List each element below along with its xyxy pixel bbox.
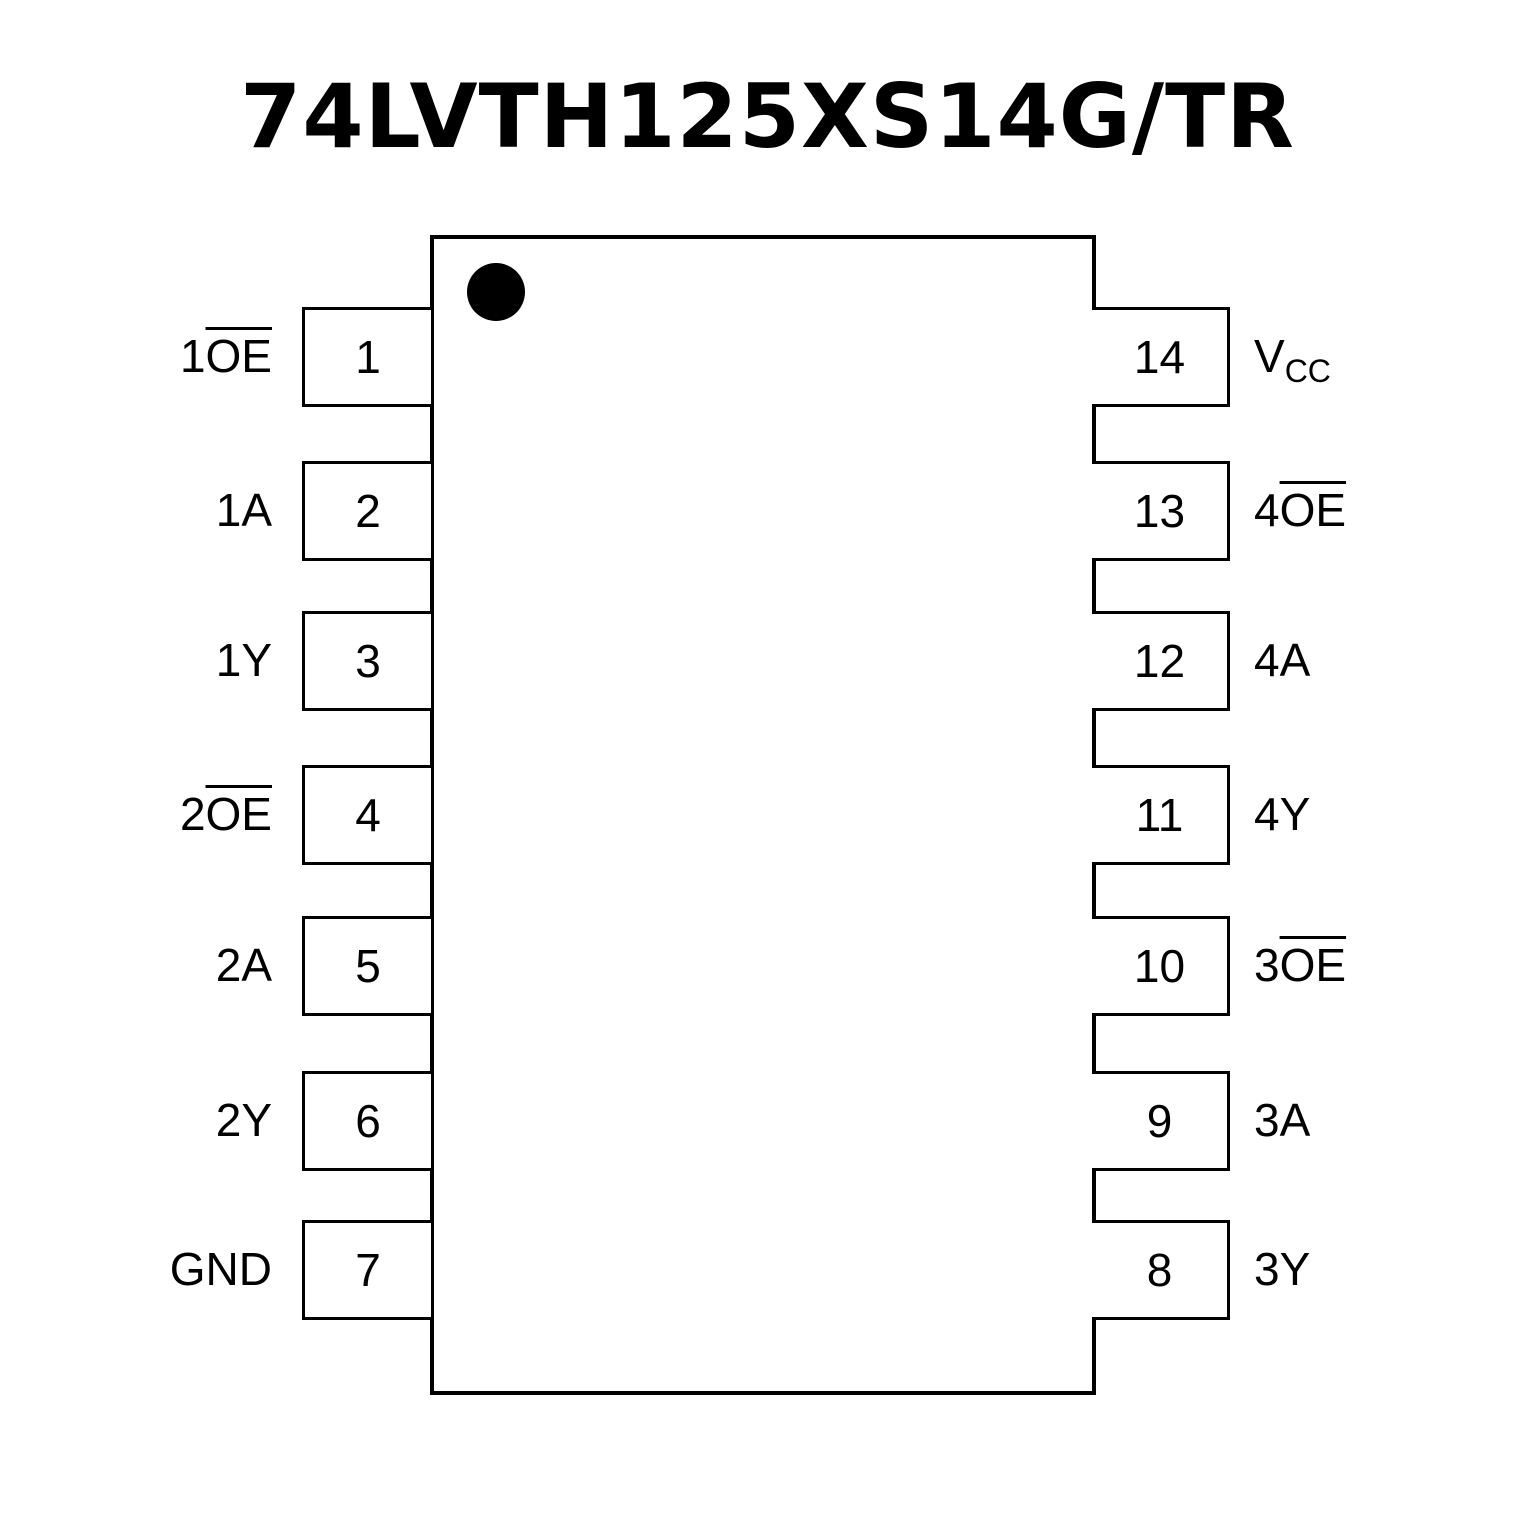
pin-label-text: V — [1254, 330, 1285, 382]
pin-label-text: 3 — [1254, 939, 1280, 991]
pin-label-text: 4Y — [1254, 788, 1311, 840]
pin-label-text: 4 — [1254, 484, 1280, 536]
pin-label-text: 1 — [179, 330, 206, 382]
pin-number: 4 — [355, 789, 381, 841]
pin-box-10: 10 — [1092, 916, 1230, 1016]
pin-number: 2 — [355, 485, 381, 537]
part-number-title: 74LVTH125XS14G/TR — [240, 65, 1295, 168]
pin-label-10: 3OE — [1254, 940, 1346, 990]
pin-box-14: 14 — [1092, 307, 1230, 407]
pin-label-12: 4A — [1254, 635, 1310, 685]
pin-box-9: 9 — [1092, 1071, 1230, 1171]
pin-label-11: 4Y — [1254, 789, 1310, 839]
pin-number: 10 — [1133, 940, 1186, 992]
pin-number: 12 — [1133, 635, 1186, 687]
pin-number: 9 — [1146, 1095, 1173, 1147]
pin-number: 7 — [355, 1244, 381, 1296]
pin-number: 11 — [1135, 789, 1184, 841]
pin-label-text: 2A — [215, 939, 272, 991]
pin-label-9: 3A — [1254, 1095, 1310, 1145]
pin1-indicator-dot — [467, 263, 525, 321]
chip-body — [430, 235, 1096, 1395]
pin-label-2: 1A — [216, 485, 272, 535]
pin-box-8: 8 — [1092, 1220, 1230, 1320]
pin-box-11: 11 — [1092, 765, 1230, 865]
pin-label-active-low: OE — [205, 788, 272, 840]
pin-label-4: 2OE — [180, 789, 272, 839]
pin-label-text: GND — [169, 1243, 272, 1295]
pin-box-5: 5 — [302, 916, 431, 1016]
pin-number: 3 — [355, 635, 381, 687]
pin-label-text: 1Y — [215, 634, 272, 686]
pin-label-text: 2Y — [215, 1094, 272, 1146]
pin-box-3: 3 — [302, 611, 431, 711]
pin-number: 1 — [355, 331, 381, 383]
pin-label-5: 2A — [216, 940, 272, 990]
pin-number: 5 — [355, 940, 381, 992]
pin-label-text: 3A — [1254, 1094, 1311, 1146]
pin-label-active-low: OE — [1279, 939, 1347, 991]
pin-label-text: 2 — [179, 788, 206, 840]
pin-number: 8 — [1146, 1244, 1173, 1296]
pin-label-1: 1OE — [180, 331, 272, 381]
pin-label-6: 2Y — [216, 1095, 272, 1145]
pin-label-8: 3Y — [1254, 1244, 1310, 1294]
pin-label-text: 4A — [1254, 634, 1311, 686]
pin-box-7: 7 — [302, 1220, 431, 1320]
pin-number: 14 — [1133, 331, 1186, 383]
pin-label-14: VCC — [1254, 331, 1331, 396]
pin-box-12: 12 — [1092, 611, 1230, 711]
pin-box-6: 6 — [302, 1071, 431, 1171]
pin-label-3: 1Y — [216, 635, 272, 685]
pin-box-2: 2 — [302, 461, 431, 561]
pin-box-4: 4 — [302, 765, 431, 865]
pin-label-13: 4OE — [1254, 485, 1346, 535]
pin-label-subscript: CC — [1284, 353, 1331, 389]
pin-label-text: 1A — [215, 484, 272, 536]
pin-label-active-low: OE — [205, 330, 272, 382]
pin-label-text: 3Y — [1254, 1243, 1311, 1295]
pin-box-1: 1 — [302, 307, 431, 407]
pin-label-7: GND — [170, 1244, 272, 1294]
pin-number: 6 — [355, 1095, 381, 1147]
pin-box-13: 13 — [1092, 461, 1230, 561]
pin-number: 13 — [1133, 485, 1186, 537]
pin-label-active-low: OE — [1279, 484, 1347, 536]
